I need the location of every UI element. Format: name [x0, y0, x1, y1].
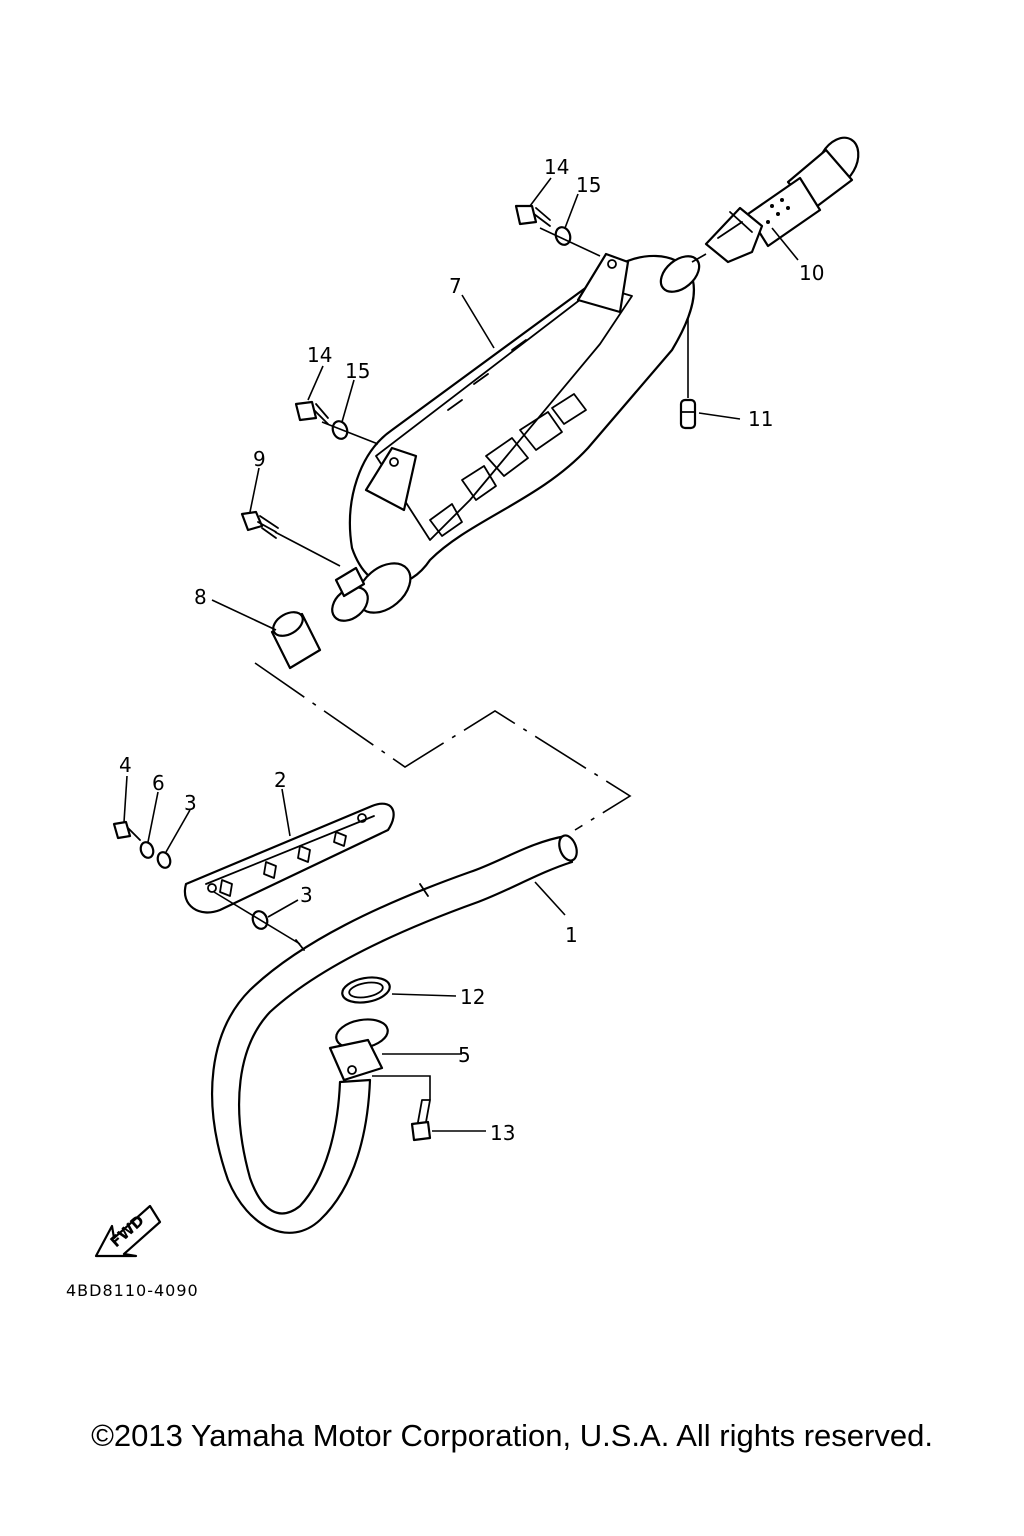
callout-2: 2 [274, 768, 287, 792]
callout-14-upper: 14 [544, 155, 569, 179]
part-10-spark-arrester [704, 136, 860, 264]
part-5-flange [328, 1018, 389, 1082]
callout-5: 5 [458, 1043, 471, 1067]
fwd-arrow-icon: FWD [94, 1204, 162, 1258]
diagram-code: 4BD8110-4090 [66, 1281, 199, 1300]
callout-12: 12 [460, 985, 485, 1009]
part-3-grommet-upper [156, 851, 172, 869]
part-4-bolt [112, 820, 141, 841]
callout-6: 6 [152, 771, 165, 795]
part-13-bolt [410, 1099, 432, 1142]
part-14-bolt-upper [514, 204, 551, 227]
part-14-bolt-lower [294, 400, 329, 425]
part-12-gasket [341, 976, 391, 1004]
part-15-washer-lower [331, 420, 349, 440]
callout-3-upper: 3 [184, 791, 197, 815]
callout-7: 7 [449, 274, 462, 298]
part-2-exhaust-protector [183, 802, 395, 914]
assembly-lines [213, 227, 707, 1100]
copyright-notice: ©2013 Yamaha Motor Corporation, U.S.A. A… [91, 1418, 933, 1453]
part-8-gasket [270, 611, 322, 670]
part-6-washer [139, 841, 155, 859]
callout-8: 8 [194, 585, 207, 609]
callout-11: 11 [748, 407, 773, 431]
part-9-clamp-bolt [240, 510, 279, 539]
part-11-bolt [679, 398, 697, 430]
leader-lines [123, 177, 799, 1132]
callout-labels: 1 2 3 3 4 5 6 7 8 9 10 11 12 13 14 14 15… [119, 155, 824, 1145]
callout-15-upper: 15 [576, 173, 601, 197]
callout-4: 4 [119, 753, 132, 777]
callout-15-lower: 15 [345, 359, 370, 383]
callout-13: 13 [490, 1121, 515, 1145]
callout-10: 10 [799, 261, 824, 285]
callout-1: 1 [565, 923, 578, 947]
callout-3-lower: 3 [300, 883, 313, 907]
callout-9: 9 [253, 447, 266, 471]
part-7-muffler [331, 252, 701, 622]
callout-14-lower: 14 [307, 343, 332, 367]
part-1-exhaust-pipe [211, 834, 578, 1234]
